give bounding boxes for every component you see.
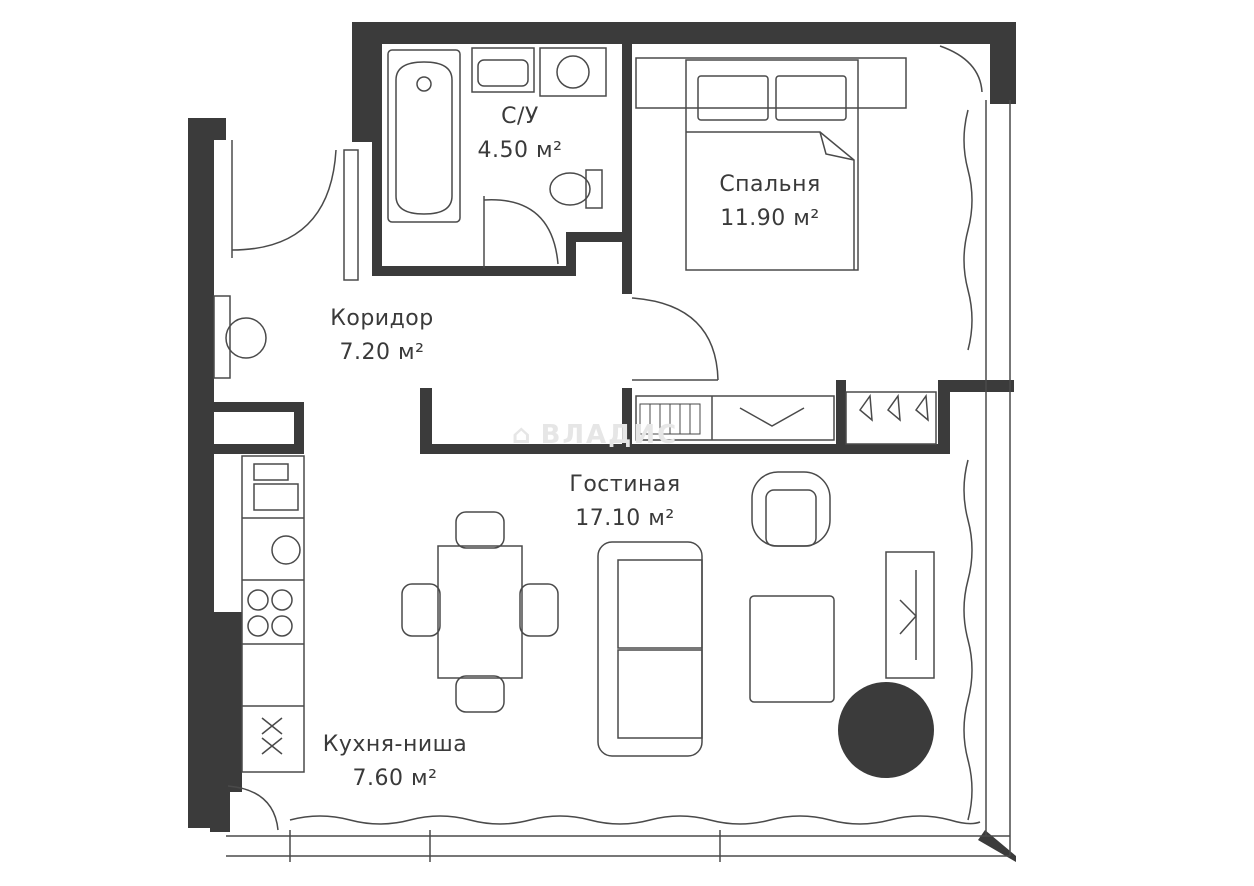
room-name: Кухня-ниша xyxy=(322,732,468,757)
room-name: С/У xyxy=(501,104,539,129)
room-label-kitchen: Кухня-ниша 7.60 м² xyxy=(310,728,480,796)
room-area: 17.10 м² xyxy=(575,506,675,531)
watermark: ⌂ВЛАДИС xyxy=(512,420,678,450)
room-area: 7.20 м² xyxy=(339,340,425,365)
room-label-bathroom: С/У 4.50 м² xyxy=(460,100,580,168)
house-icon: ⌂ xyxy=(512,420,533,450)
plant-pot xyxy=(838,682,934,778)
room-label-living: Гостиная 17.10 м² xyxy=(550,468,700,536)
room-label-bedroom: Спальня 11.90 м² xyxy=(700,168,840,236)
watermark-text: ВЛАДИС xyxy=(540,420,679,450)
walls xyxy=(188,22,1016,862)
room-name: Коридор xyxy=(330,306,434,331)
room-area: 7.60 м² xyxy=(352,766,438,791)
room-area: 11.90 м² xyxy=(720,206,820,231)
room-name: Спальня xyxy=(719,172,821,197)
room-name: Гостиная xyxy=(569,472,681,497)
fixtures xyxy=(213,45,1011,862)
room-label-corridor: Коридор 7.20 м² xyxy=(312,302,452,370)
room-area: 4.50 м² xyxy=(477,138,563,163)
